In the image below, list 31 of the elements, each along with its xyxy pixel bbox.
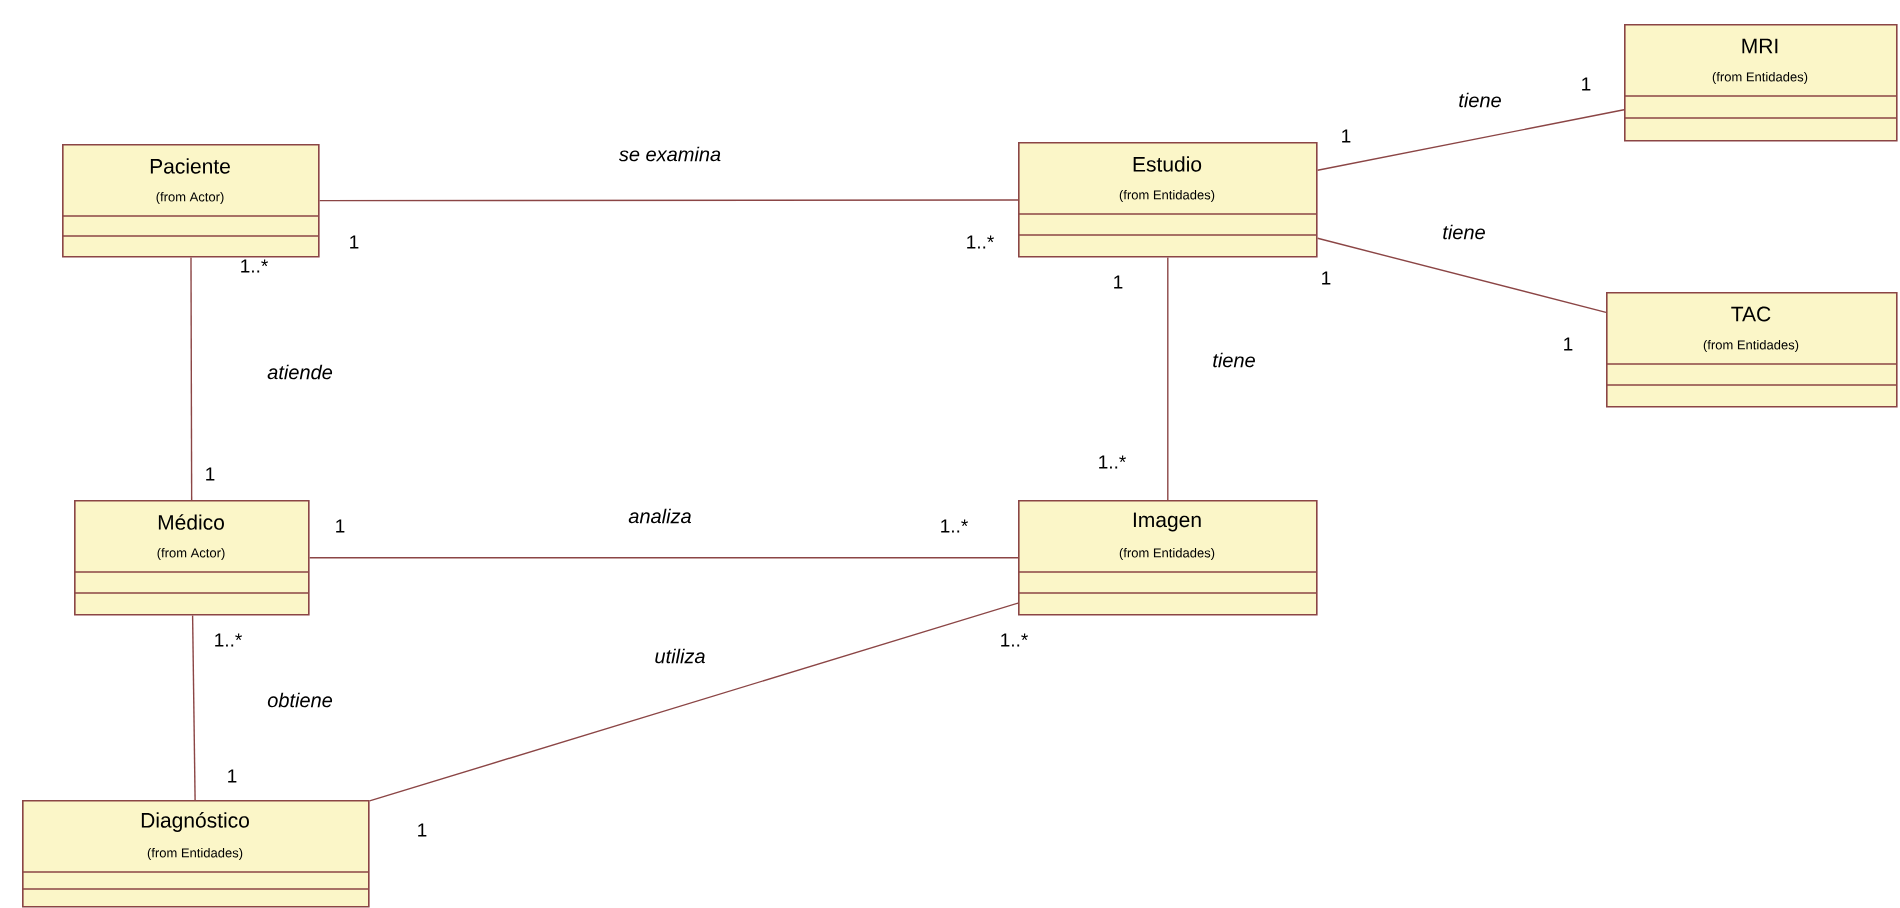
edge-label: utiliza	[655, 648, 705, 664]
multiplicity-label: 1..*	[941, 519, 968, 533]
edge-label: se examina	[618, 146, 721, 162]
association-line	[318, 199, 1019, 202]
association-line	[1316, 109, 1625, 171]
association-line	[1316, 237, 1607, 314]
edge-label: atiende	[267, 364, 333, 380]
edge-label: analiza	[628, 508, 691, 524]
multiplicity-label: 1	[1342, 129, 1351, 143]
multiplicity-label: 1	[1114, 275, 1123, 289]
edge-label: tiene	[1443, 224, 1485, 240]
association-line	[190, 256, 193, 501]
multiplicity-label: 1	[1322, 271, 1331, 285]
edge-label: obtiene	[267, 692, 333, 708]
edge-label: tiene	[1459, 92, 1501, 108]
multiplicity-label: 1..*	[1099, 455, 1126, 469]
multiplicity-label: 1	[228, 769, 237, 783]
multiplicity-label: 1	[418, 823, 427, 837]
association-line	[308, 557, 1019, 559]
multiplicity-label: 1	[1582, 77, 1591, 91]
multiplicity-label: 1..*	[1001, 633, 1028, 647]
multiplicity-label: 1	[336, 519, 345, 533]
association-line	[1167, 256, 1169, 501]
multiplicity-label: 1	[206, 467, 215, 481]
multiplicity-label: 1..*	[215, 633, 242, 647]
multiplicity-label: 1..*	[967, 235, 994, 249]
multiplicity-label: 1	[1564, 337, 1573, 351]
multiplicity-label: 1	[350, 235, 359, 249]
association-line	[368, 602, 1019, 802]
edge-label: tiene	[1213, 352, 1255, 368]
association-line	[191, 614, 196, 801]
